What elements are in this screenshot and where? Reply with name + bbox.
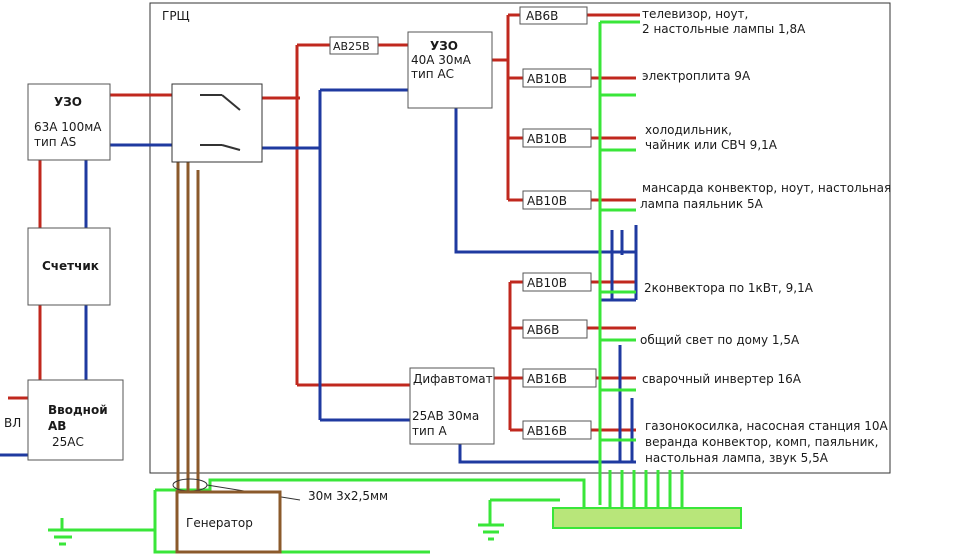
ground-symbol-left-icon (48, 518, 78, 546)
breaker-4-label: АВ10В (527, 194, 567, 208)
load-1-line2: 2 настольные лампы 1,8А (642, 22, 806, 36)
breaker-1: АВ6В (519, 6, 588, 25)
breaker-5-label: АВ10В (527, 276, 567, 290)
breaker-8-label: АВ16В (527, 424, 567, 438)
meter: Счетчик (27, 227, 111, 306)
load-labels: телевизор, ноут, 2 настольные лампы 1,8А… (640, 7, 891, 465)
neutral-wires (0, 88, 638, 464)
grsh-enclosure (149, 2, 891, 474)
breaker-2-label: АВ10В (527, 72, 567, 86)
uzo-main-type: тип AS (34, 135, 76, 149)
load-7-line1: сварочный инвертер 16А (642, 372, 802, 386)
load-6-line1: общий свет по дому 1,5А (640, 333, 800, 347)
load-4-line1: мансарда конвектор, ноут, настольная (642, 181, 891, 195)
ground-bus-bar (552, 507, 742, 529)
uzo2-type: тип АС (411, 67, 454, 81)
breaker-6: АВ6В (522, 319, 588, 339)
vvod-line1: Вводной (48, 403, 108, 417)
uzo2-title: УЗО (430, 39, 458, 53)
vvod-line3: 25АС (52, 435, 84, 449)
breaker-3: АВ10В (522, 128, 592, 148)
load-5-line1: 2конвектора по 1кВт, 9,1А (644, 281, 814, 295)
difavt-title: Дифавтомат (413, 372, 493, 386)
vl-label: ВЛ (4, 416, 21, 430)
input-breaker: Вводной АВ 25АС (27, 379, 124, 461)
breaker-6-label: АВ6В (527, 323, 559, 337)
uzo-main-rating: 63А 100мА (34, 120, 102, 134)
breaker-2: АВ10В (522, 68, 592, 88)
breaker-4: АВ10В (522, 190, 592, 210)
load-2-line1: электроплита 9А (642, 69, 751, 83)
difavt-type: тип А (412, 424, 447, 438)
load-8-line1: газонокосилка, насосная станция 10А (645, 419, 888, 433)
difavtomat: Дифавтомат 25АВ 30ма тип А (409, 367, 495, 445)
load-4-line2: лампа паяльник 5А (640, 197, 764, 211)
phase-wires (8, 13, 640, 432)
difavt-rating: 25АВ 30ма (412, 409, 479, 423)
vvod-line2: АВ (48, 419, 66, 433)
breaker-1-label: АВ6В (526, 9, 558, 23)
changeover-switch[interactable] (171, 83, 263, 163)
grsh-label: ГРЩ (162, 9, 190, 23)
uzo2-rating: 40А 30мА (411, 53, 472, 67)
uzo-2: УЗО 40А 30мА тип АС (407, 31, 493, 109)
load-8-line2: веранда конвектор, комп, паяльник, (645, 435, 878, 449)
uzo-main: УЗО 63А 100мА тип AS (27, 83, 111, 161)
ground-wires (62, 20, 684, 554)
breaker-5: АВ10В (522, 272, 592, 292)
breaker-7-label: АВ16В (527, 372, 567, 386)
load-1-line1: телевизор, ноут, (642, 7, 748, 21)
ground-symbol-right-icon (478, 523, 504, 541)
load-3-line2: чайник или СВЧ 9,1А (645, 138, 778, 152)
generator-label: Генератор (186, 516, 253, 530)
breaker-3-label: АВ10В (527, 132, 567, 146)
cable-label: 30м 3х2,5мм (308, 489, 388, 503)
load-3-line1: холодильник, (645, 123, 732, 137)
uzo-main-title: УЗО (54, 95, 82, 109)
meter-label: Счетчик (42, 259, 99, 273)
breaker-ab25: АВ25В (329, 36, 379, 55)
breaker-7: АВ16В (522, 368, 597, 388)
ab25-label: АВ25В (333, 40, 370, 53)
generator-cable (176, 108, 215, 495)
generator: Генератор (175, 490, 282, 554)
load-9-line1: настольная лампа, звук 5,5А (645, 451, 829, 465)
breaker-8: АВ16В (522, 420, 592, 440)
